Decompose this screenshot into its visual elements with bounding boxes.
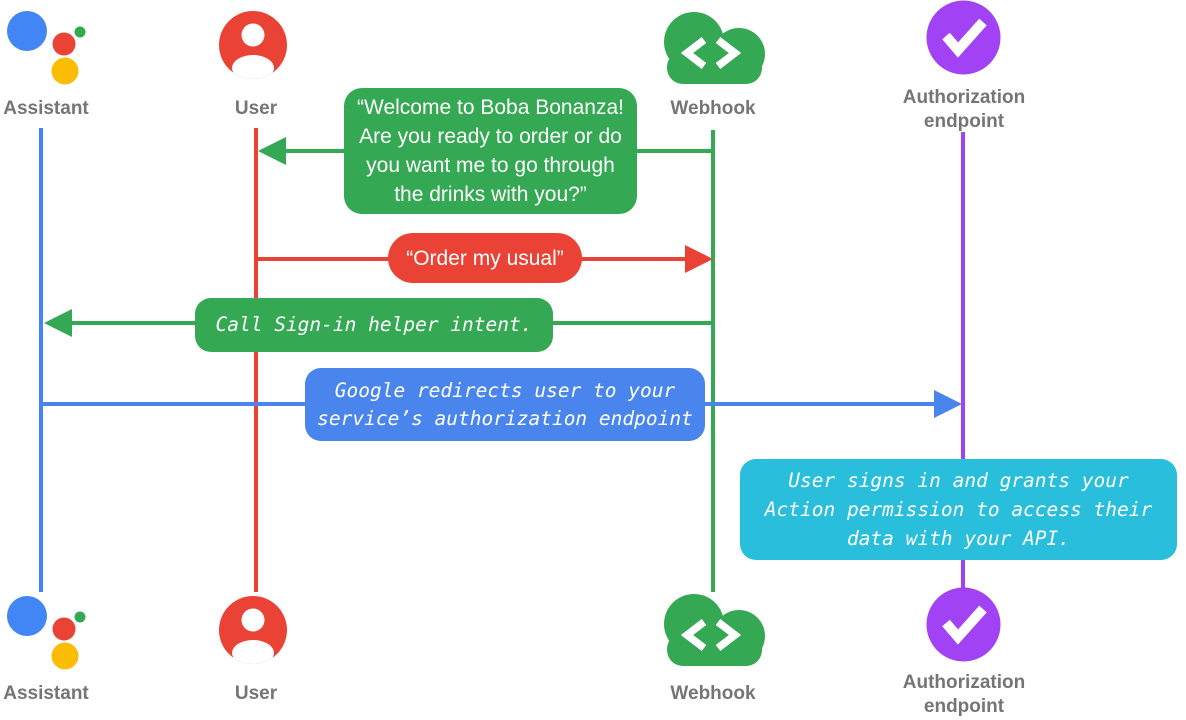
actor-label-user: User xyxy=(234,683,278,704)
bubble-signin-helper-intent: Call Sign-in helper intent. xyxy=(195,298,553,352)
arrow-order-head-icon xyxy=(685,245,713,273)
code-brackets-icon xyxy=(680,37,742,69)
actor-label-authorization-endpoint: Authorization endpoint xyxy=(902,87,1026,132)
actor-label-webhook: Webhook xyxy=(670,98,756,119)
bubble-google-redirect: Google redirects user to your service’s … xyxy=(305,368,705,441)
google-assistant-logo-icon xyxy=(7,596,86,670)
checkmark-icon xyxy=(942,18,987,58)
user-icon xyxy=(219,596,287,664)
user-icon xyxy=(219,11,287,79)
webhook-cloud-icon xyxy=(664,12,765,84)
authorization-endpoint-icon xyxy=(926,0,1001,75)
lifeline-authorization-endpoint xyxy=(961,132,965,592)
arrow-signin-head-icon xyxy=(44,309,72,337)
authorization-endpoint-icon xyxy=(926,587,1001,662)
arrow-redirect-head-icon xyxy=(934,390,962,418)
google-assistant-logo-icon xyxy=(7,11,86,85)
bubble-order-message: “Order my usual” xyxy=(388,233,582,283)
checkmark-icon xyxy=(942,605,987,645)
actor-label-assistant: Assistant xyxy=(3,683,89,704)
note-user-signs-in: User signs in and grants your Action per… xyxy=(740,459,1177,560)
bubble-welcome-message: “Welcome to Boba Bonanza! Are you ready … xyxy=(344,88,637,214)
lifeline-assistant xyxy=(39,128,43,592)
actor-label-webhook: Webhook xyxy=(670,683,756,704)
actor-label-assistant: Assistant xyxy=(3,98,89,119)
lifeline-webhook xyxy=(711,130,715,592)
actor-label-authorization-endpoint: Authorization endpoint xyxy=(902,672,1026,717)
webhook-cloud-icon xyxy=(664,594,765,666)
arrow-welcome-head-icon xyxy=(258,137,286,165)
actor-label-user: User xyxy=(234,98,278,119)
lifeline-user xyxy=(254,128,258,592)
code-brackets-icon xyxy=(680,619,742,651)
